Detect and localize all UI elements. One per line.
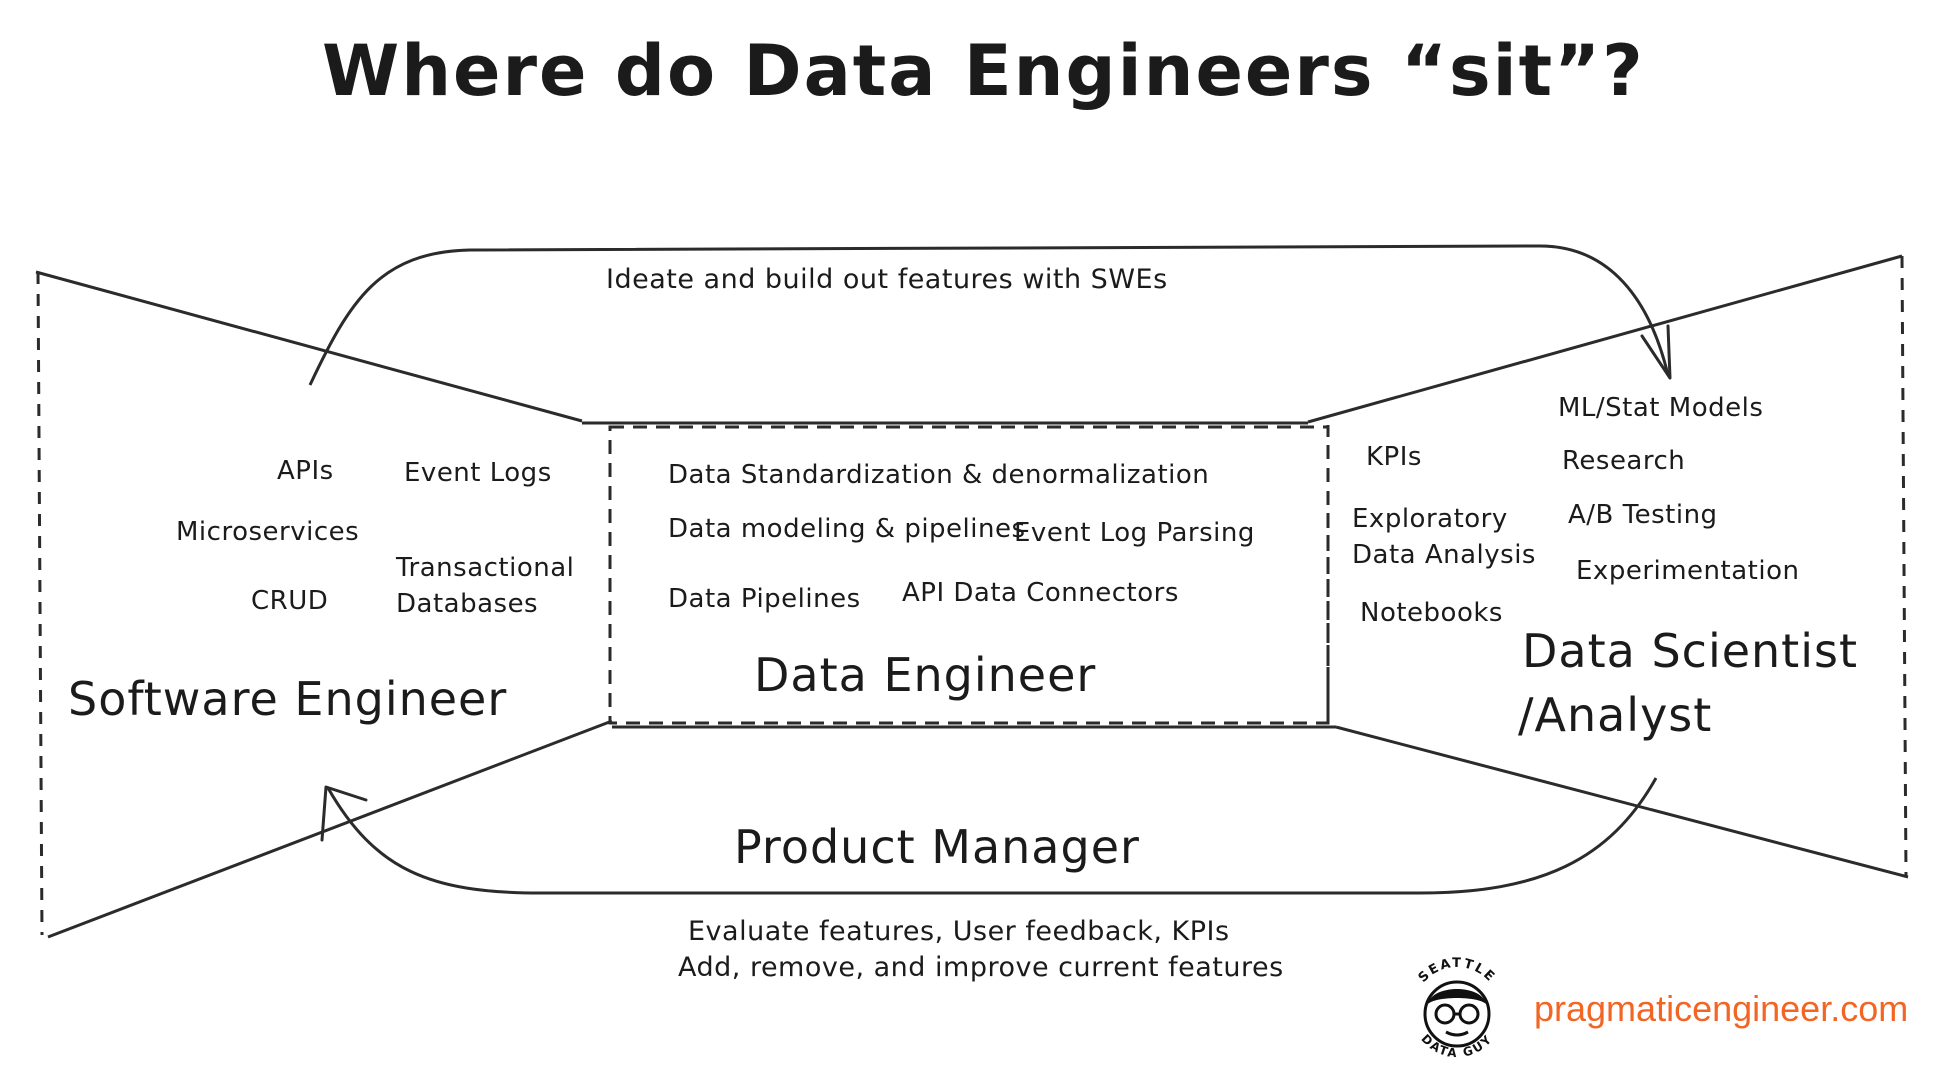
swe-item-databases: Databases <box>396 589 539 619</box>
swe-item-event-logs: Event Logs <box>404 458 552 488</box>
ds-item-ab-testing: A/B Testing <box>1568 500 1718 530</box>
left-funnel-bottom-line <box>47 719 613 939</box>
swe-item-microservices: Microservices <box>176 517 360 547</box>
seattle-data-guy-logo: SEATTLE DATA GUY <box>1416 956 1497 1060</box>
swe-item-apis: APIs <box>277 456 334 486</box>
pm-caption-line2: Add, remove, and improve current feature… <box>678 952 1284 983</box>
ds-item-research: Research <box>1562 446 1686 476</box>
de-item-modeling: Data modeling & pipelines <box>668 514 1026 544</box>
page-title: Where do Data Engineers “sit”? <box>322 30 1645 112</box>
de-item-api-connectors: API Data Connectors <box>902 578 1179 608</box>
brand-url[interactable]: pragmaticengineer.com <box>1534 988 1909 1029</box>
software-engineer-label: Software Engineer <box>68 672 508 726</box>
product-manager-label: Product Manager <box>734 820 1140 874</box>
analyst-label: /Analyst <box>1518 688 1713 742</box>
bottom-flow-arrow <box>326 777 1658 895</box>
data-scientist-zone-right-edge <box>1900 255 1908 878</box>
pm-caption-line1: Evaluate features, User feedback, KPIs <box>688 916 1230 947</box>
ds-item-kpis: KPIs <box>1366 442 1422 472</box>
ds-item-ml-stat-models: ML/Stat Models <box>1558 393 1764 423</box>
de-item-standardization: Data Standardization & denormalization <box>668 460 1210 490</box>
data-engineer-box <box>608 425 1330 725</box>
ds-item-notebooks: Notebooks <box>1360 598 1503 628</box>
right-funnel-top-line <box>1307 254 1903 424</box>
data-engineer-label: Data Engineer <box>754 648 1097 702</box>
ds-item-exploratory: Exploratory <box>1352 504 1508 534</box>
left-funnel-top-line <box>35 270 583 423</box>
data-scientist-label: Data Scientist <box>1522 624 1858 678</box>
software-engineer-zone-left-edge <box>36 271 44 936</box>
top-flow-arrow <box>308 244 1670 386</box>
swe-item-crud: CRUD <box>251 586 329 616</box>
swe-item-transactional: Transactional <box>396 553 575 583</box>
right-funnel-bottom-line <box>1335 725 1909 879</box>
de-item-pipelines: Data Pipelines <box>668 584 861 614</box>
top-flow-label: Ideate and build out features with SWEs <box>606 264 1168 295</box>
top-flow-arrowhead <box>1640 324 1672 380</box>
de-item-event-log-parsing: Event Log Parsing <box>1014 518 1255 548</box>
bottom-flow-arrowhead <box>320 785 368 842</box>
ds-item-data-analysis: Data Analysis <box>1352 540 1536 570</box>
ds-item-experimentation: Experimentation <box>1576 556 1800 586</box>
